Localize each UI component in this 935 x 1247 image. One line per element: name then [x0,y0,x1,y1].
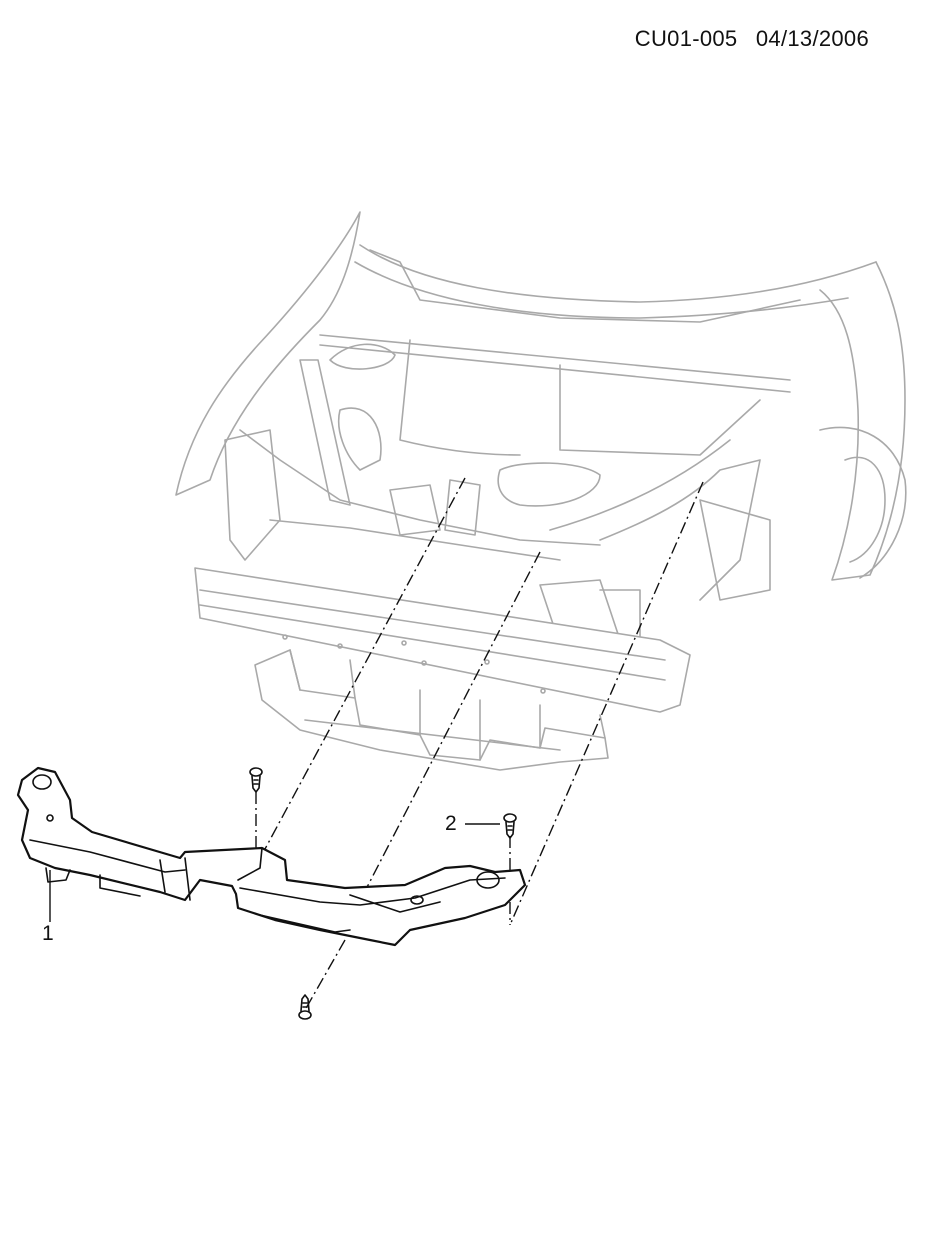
callout-label-2: 2 [445,812,457,835]
drawing-header: CU01-005 04/13/2006 [635,26,869,52]
callout-leaders [49,823,500,922]
drawing-number: CU01-005 [634,26,738,51]
push-pin-fastener [249,767,517,1020]
callout-label-1: 1 [42,922,54,945]
vehicle-front-structure [175,211,907,771]
front-bumper-support-bracket [16,766,527,947]
drawing-date: 04/13/2006 [755,26,869,51]
